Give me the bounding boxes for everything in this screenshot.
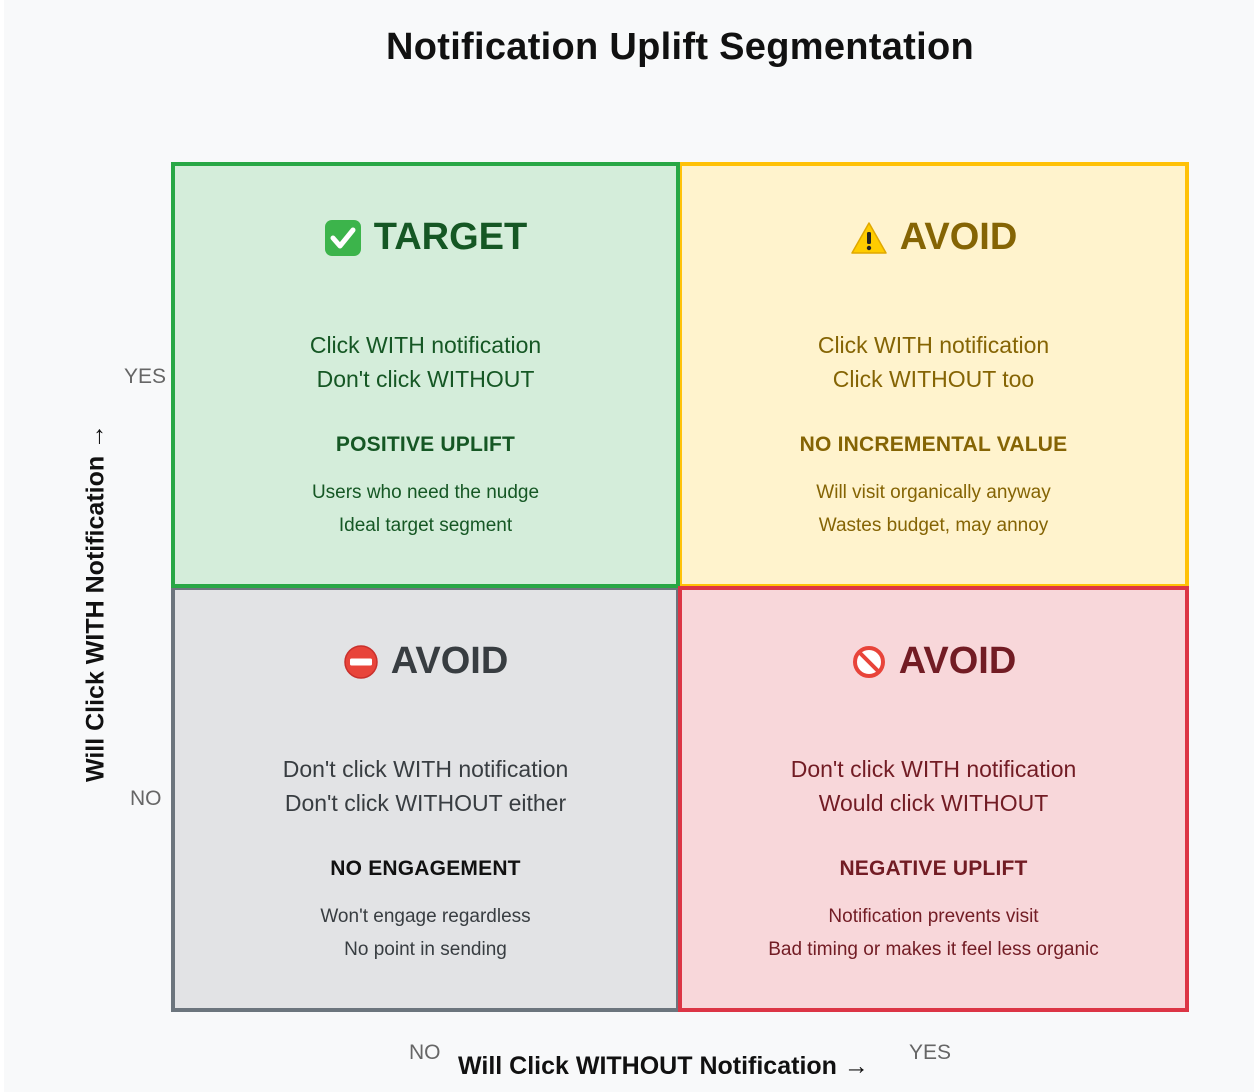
heading-text: TARGET <box>373 216 528 258</box>
uplift-label: POSITIVE UPLIFT <box>335 433 516 456</box>
quadrant-description: Don't click WITH notification Don't clic… <box>175 752 676 820</box>
quadrant-no-incremental: AVOID Click WITH notification Click WITH… <box>678 162 1189 588</box>
check-mark-icon <box>324 219 362 257</box>
quadrant-note: Notification prevents visit Bad timing o… <box>682 900 1185 966</box>
uplift-label: NEGATIVE UPLIFT <box>839 857 1028 880</box>
uplift-label: NO INCREMENTAL VALUE <box>799 433 1068 456</box>
x-axis-label: Will Click WITHOUT Notification → <box>458 1052 869 1080</box>
note-line: Notification prevents visit <box>828 906 1039 927</box>
quadrant-heading: AVOID <box>682 640 1185 683</box>
heading-text: AVOID <box>390 640 509 682</box>
quadrant-no-engagement: AVOID Don't click WITH notification Don'… <box>171 586 680 1012</box>
note-line: Ideal target segment <box>338 515 513 536</box>
quadrant-target: TARGET Click WITH notification Don't cli… <box>171 162 680 588</box>
x-tick-yes: YES <box>909 1041 952 1064</box>
description-line: Don't click WITHOUT <box>316 366 535 392</box>
note-line: Wastes budget, may annoy <box>818 515 1049 536</box>
heading-text: AVOID <box>899 216 1018 258</box>
quadrant-heading: TARGET <box>175 216 676 259</box>
description-line: Don't click WITH notification <box>282 756 569 782</box>
y-tick-yes: YES <box>124 365 167 388</box>
note-line: Will visit organically anyway <box>816 482 1051 503</box>
quadrant-heading: AVOID <box>175 640 676 683</box>
note-line: Users who need the nudge <box>311 482 540 503</box>
heading-text: AVOID <box>898 640 1017 682</box>
y-tick-no: NO <box>130 787 162 810</box>
quadrant-description: Don't click WITH notification Would clic… <box>682 752 1185 820</box>
note-line: Won't engage regardless <box>320 906 531 927</box>
quadrant-negative-uplift: AVOID Don't click WITH notification Woul… <box>678 586 1189 1012</box>
quadrant-note: Will visit organically anyway Wastes bud… <box>682 476 1185 542</box>
quadrant-description: Click WITH notification Click WITHOUT to… <box>682 328 1185 396</box>
prohibited-icon <box>851 644 887 680</box>
description-line: Click WITH notification <box>309 332 542 358</box>
note-line: Bad timing or makes it feel less organic <box>768 939 1099 960</box>
warning-icon <box>850 221 888 255</box>
quadrant-heading: AVOID <box>682 216 1185 259</box>
uplift-label: NO ENGAGEMENT <box>330 857 521 880</box>
no-entry-icon <box>343 644 379 680</box>
quadrant-note: Users who need the nudge Ideal target se… <box>175 476 676 542</box>
diagram-title: Notification Uplift Segmentation <box>385 26 975 68</box>
quadrant-description: Click WITH notification Don't click WITH… <box>175 328 676 396</box>
description-line: Don't click WITH notification <box>790 756 1077 782</box>
x-tick-no: NO <box>409 1041 441 1064</box>
description-line: Click WITH notification <box>817 332 1050 358</box>
note-line: No point in sending <box>344 939 507 960</box>
description-line: Click WITHOUT too <box>832 366 1035 392</box>
description-line: Don't click WITHOUT either <box>284 790 567 816</box>
quadrant-note: Won't engage regardless No point in send… <box>175 900 676 966</box>
y-axis-label: Will Click WITH Notification → <box>81 423 110 783</box>
description-line: Would click WITHOUT <box>818 790 1049 816</box>
